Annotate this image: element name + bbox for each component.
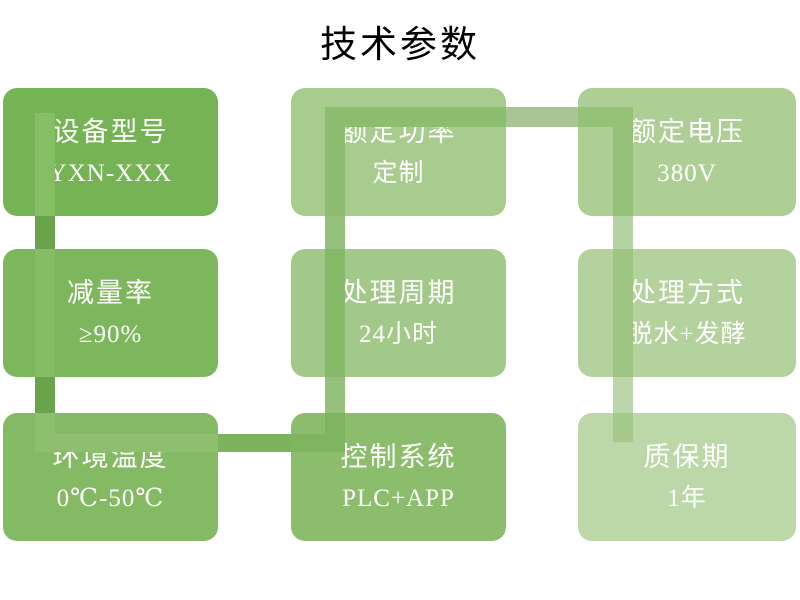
connector-segment-4-horizontal [506,107,578,127]
connector-segment-5-vertical [613,249,633,377]
param-value: 380V [657,159,717,187]
param-value: ≥90% [78,320,143,348]
param-value: 定制 [372,159,425,187]
page-title: 技术参数 [320,24,480,65]
param-value: 24小时 [358,320,438,348]
param-label: 设备型号 [52,116,169,147]
param-value: 1年 [667,484,707,512]
param-value: 脱水+发酵 [627,320,747,348]
connector-segment-1-vertical [35,413,55,434]
connector-segment-5-vertical [613,216,633,249]
connector-segment-1-vertical [35,249,55,377]
connector-segment-3-vertical [325,249,345,377]
connector-segment-1-vertical [35,377,55,413]
param-value: YXN-XXX [48,159,173,187]
connector-segment-5-vertical [613,127,633,216]
connector-segment-4-horizontal [325,107,506,127]
param-label: 处理方式 [629,277,745,308]
connector-segment-5-vertical [613,377,633,413]
param-box-warranty-period: 质保期 1年 [578,413,796,541]
connector-segment-4-horizontal [578,107,633,127]
param-label: 控制系统 [340,441,457,472]
connector-segment-1-vertical [35,216,55,249]
connector-segment-2-horizontal [35,434,218,452]
connector-segment-2-horizontal [218,434,291,452]
param-value: 0℃-50℃ [56,484,165,512]
connector-segment-2-horizontal [291,434,345,452]
param-box-control-system: 控制系统 PLC+APP [291,413,506,541]
param-label: 减量率 [67,277,154,308]
connector-segment-5-vertical [613,413,633,442]
connector-segment-3-vertical [325,413,345,434]
param-label: 额定电压 [629,116,745,147]
connector-segment-1-vertical [35,113,55,216]
connector-segment-3-vertical [325,377,345,413]
connector-segment-3-vertical [325,127,345,216]
param-value: PLC+APP [342,484,455,512]
param-box-processing-cycle: 处理周期 24小时 [291,249,506,377]
connector-segment-3-vertical [325,216,345,249]
param-label: 处理周期 [340,277,457,308]
param-label: 质保期 [643,441,731,472]
param-box-processing-method: 处理方式 脱水+发酵 [578,249,796,377]
